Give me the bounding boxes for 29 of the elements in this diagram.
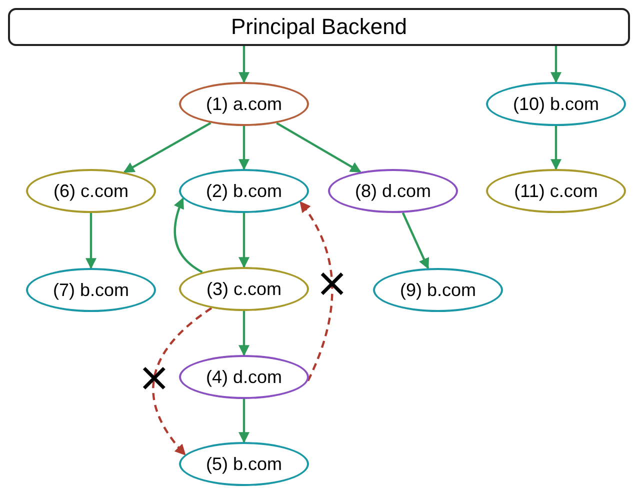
domain-ellipse (179, 442, 309, 486)
domain-ellipse (179, 169, 309, 213)
arrow (402, 212, 430, 270)
node-label: (8) d.com (354, 180, 432, 202)
arrow (174, 198, 203, 274)
node-label: (7) b.com (52, 280, 130, 300)
node-label: (9) b.com (400, 280, 476, 300)
arrow (238, 399, 250, 444)
arrow (550, 126, 562, 170)
arrow (299, 201, 334, 382)
node-label: Principal Backend (230, 14, 408, 40)
arrow (238, 126, 250, 170)
node-label: (5) b.com (206, 454, 282, 474)
node-label: (3) c.com (206, 278, 282, 300)
arrow (238, 213, 250, 268)
arrow (238, 46, 250, 84)
arrow (123, 122, 212, 174)
node-label: (4) d.com (206, 366, 282, 388)
arrow (238, 311, 250, 356)
arrow (152, 307, 212, 456)
arrow (86, 213, 96, 270)
node-label: (10) b.com (512, 94, 600, 114)
node-label: (6) c.com (53, 180, 128, 202)
backend-box (8, 8, 630, 46)
node-label: (2) b.com (206, 180, 282, 202)
arrow (550, 46, 562, 84)
node-label: (1) a.com (206, 94, 282, 114)
arrow (276, 122, 362, 173)
node-label: (11) c.com (514, 180, 598, 202)
